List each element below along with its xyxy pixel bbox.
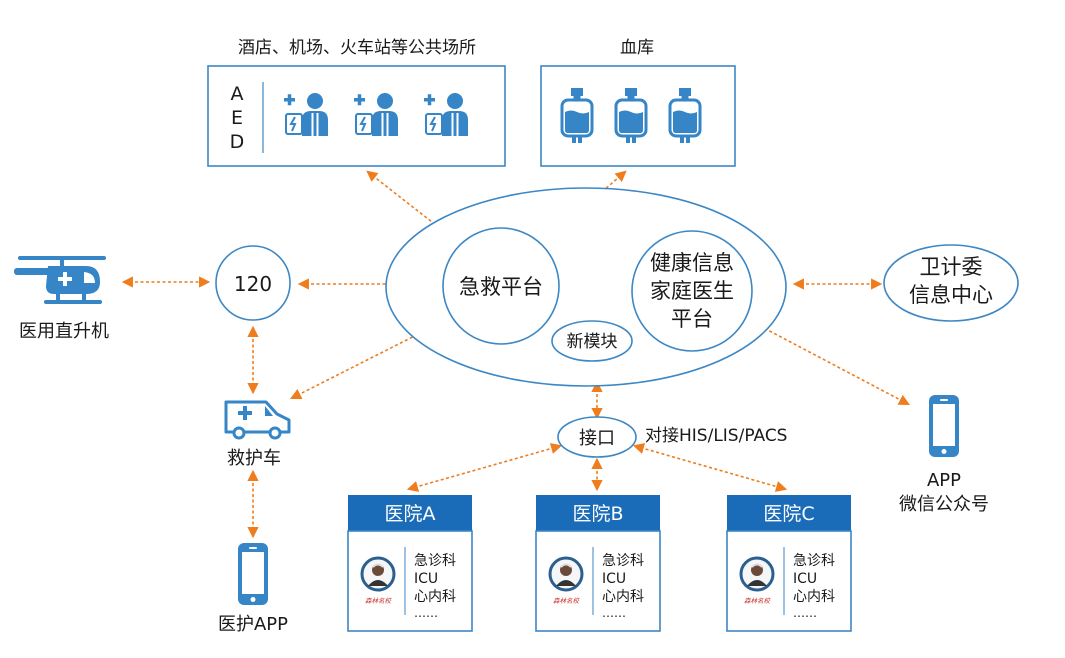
- commission-ellipse: [883, 244, 1019, 322]
- hospital-header: [727, 495, 851, 531]
- dept-item: 急诊科: [602, 553, 644, 569]
- blood-bank-title: 血库: [620, 38, 654, 58]
- aed-letter-e: E: [231, 107, 243, 129]
- arrow-interface-hospitalA: [406, 443, 563, 492]
- public-app-label-line1: APP: [927, 470, 961, 491]
- hospital-logo-text: 森林名校: [365, 597, 393, 605]
- health-label-line1: 健康信息: [650, 251, 734, 275]
- public-places-title: 酒店、机场、火车站等公共场所: [238, 38, 476, 58]
- ambulance-label: 救护车: [227, 448, 281, 469]
- public-places-node: 酒店、机场、火车站等公共场所 A E D: [207, 38, 506, 167]
- interface-node: 接口 对接HIS/LIS/PACS: [557, 416, 787, 458]
- helicopter-node: 医用直升机: [14, 256, 109, 342]
- smartphone-icon: [238, 543, 268, 605]
- interface-note: 对接HIS/LIS/PACS: [645, 426, 787, 446]
- hospital-logo-icon: [739, 556, 775, 592]
- public-app-node: APP 微信公众号: [899, 395, 989, 515]
- hospital-header: [348, 495, 472, 531]
- emergency-circle: [442, 227, 560, 345]
- hospital-logo-icon: [360, 556, 396, 592]
- commission-label-line1: 卫计委: [920, 255, 983, 279]
- arrow-bloodbank-emergency: [540, 170, 627, 245]
- dept-item: ICU: [414, 571, 438, 587]
- dept-item: ICU: [793, 571, 817, 587]
- health-label-line3: 平台: [671, 307, 713, 331]
- hospital-name: 医院C: [763, 503, 814, 525]
- call-center-label: 120: [234, 272, 272, 296]
- hospital-name: 医院B: [572, 503, 623, 525]
- blood-bank-node: 血库: [540, 38, 736, 167]
- hospital-logo-icon: [548, 556, 584, 592]
- new-module-ellipse: [551, 320, 633, 362]
- dept-item: 心内科: [602, 589, 644, 605]
- public-app-label-line2: 微信公众号: [899, 494, 989, 515]
- commission-label-line2: 信息中心: [909, 283, 993, 307]
- new-module-label: 新模块: [567, 332, 618, 352]
- helicopter-label: 医用直升机: [19, 321, 109, 342]
- arrow-health-publicapp: [743, 316, 910, 406]
- hospital-logo-text: 森林名校: [553, 597, 581, 605]
- interface-label: 接口: [579, 428, 615, 449]
- dept-item: ……: [793, 606, 817, 620]
- emergency-label: 急救平台: [459, 275, 543, 299]
- dept-item: ICU: [602, 571, 626, 587]
- medic-app-label: 医护APP: [218, 614, 288, 635]
- smartphone-icon: [929, 395, 959, 457]
- hospital-header: [536, 495, 660, 531]
- dept-item: ……: [602, 606, 626, 620]
- commission-node: 卫计委 信息中心: [883, 244, 1019, 322]
- dept-item: 心内科: [793, 589, 835, 605]
- aed-letter-d: D: [230, 131, 245, 153]
- interface-ellipse: [557, 416, 637, 458]
- helicopter-icon: [14, 256, 106, 304]
- hospital-a: 医院A 森林名校 急诊科 ICU 心内科 ……: [347, 495, 473, 632]
- ambulance-icon: [224, 400, 291, 440]
- dept-item: 急诊科: [793, 553, 835, 569]
- dept-item: 急诊科: [414, 553, 456, 569]
- dept-item: ……: [414, 606, 438, 620]
- hospital-c: 医院C 森林名校 急诊科 ICU 心内科 ……: [726, 495, 852, 632]
- hospital-name: 医院A: [385, 503, 436, 525]
- health-circle: [631, 230, 753, 352]
- ambulance-node: 救护车: [224, 400, 291, 469]
- medic-app-node: 医护APP: [218, 543, 288, 635]
- call-center-node: 120: [215, 245, 291, 321]
- hospital-b: 医院B 森林名校 急诊科 ICU 心内科 ……: [535, 495, 661, 632]
- health-label-line2: 家庭医生: [650, 279, 734, 303]
- hospital-logo-text: 森林名校: [744, 597, 772, 605]
- arrow-interface-hospitalC: [632, 443, 788, 492]
- platform-node: 急救平台 健康信息 家庭医生 平台 新模块: [385, 187, 787, 387]
- call-center-circle: [215, 245, 291, 321]
- arrow-aed-emergency: [366, 170, 457, 242]
- dept-item: 心内科: [414, 589, 456, 605]
- aed-letter-a: A: [231, 83, 244, 105]
